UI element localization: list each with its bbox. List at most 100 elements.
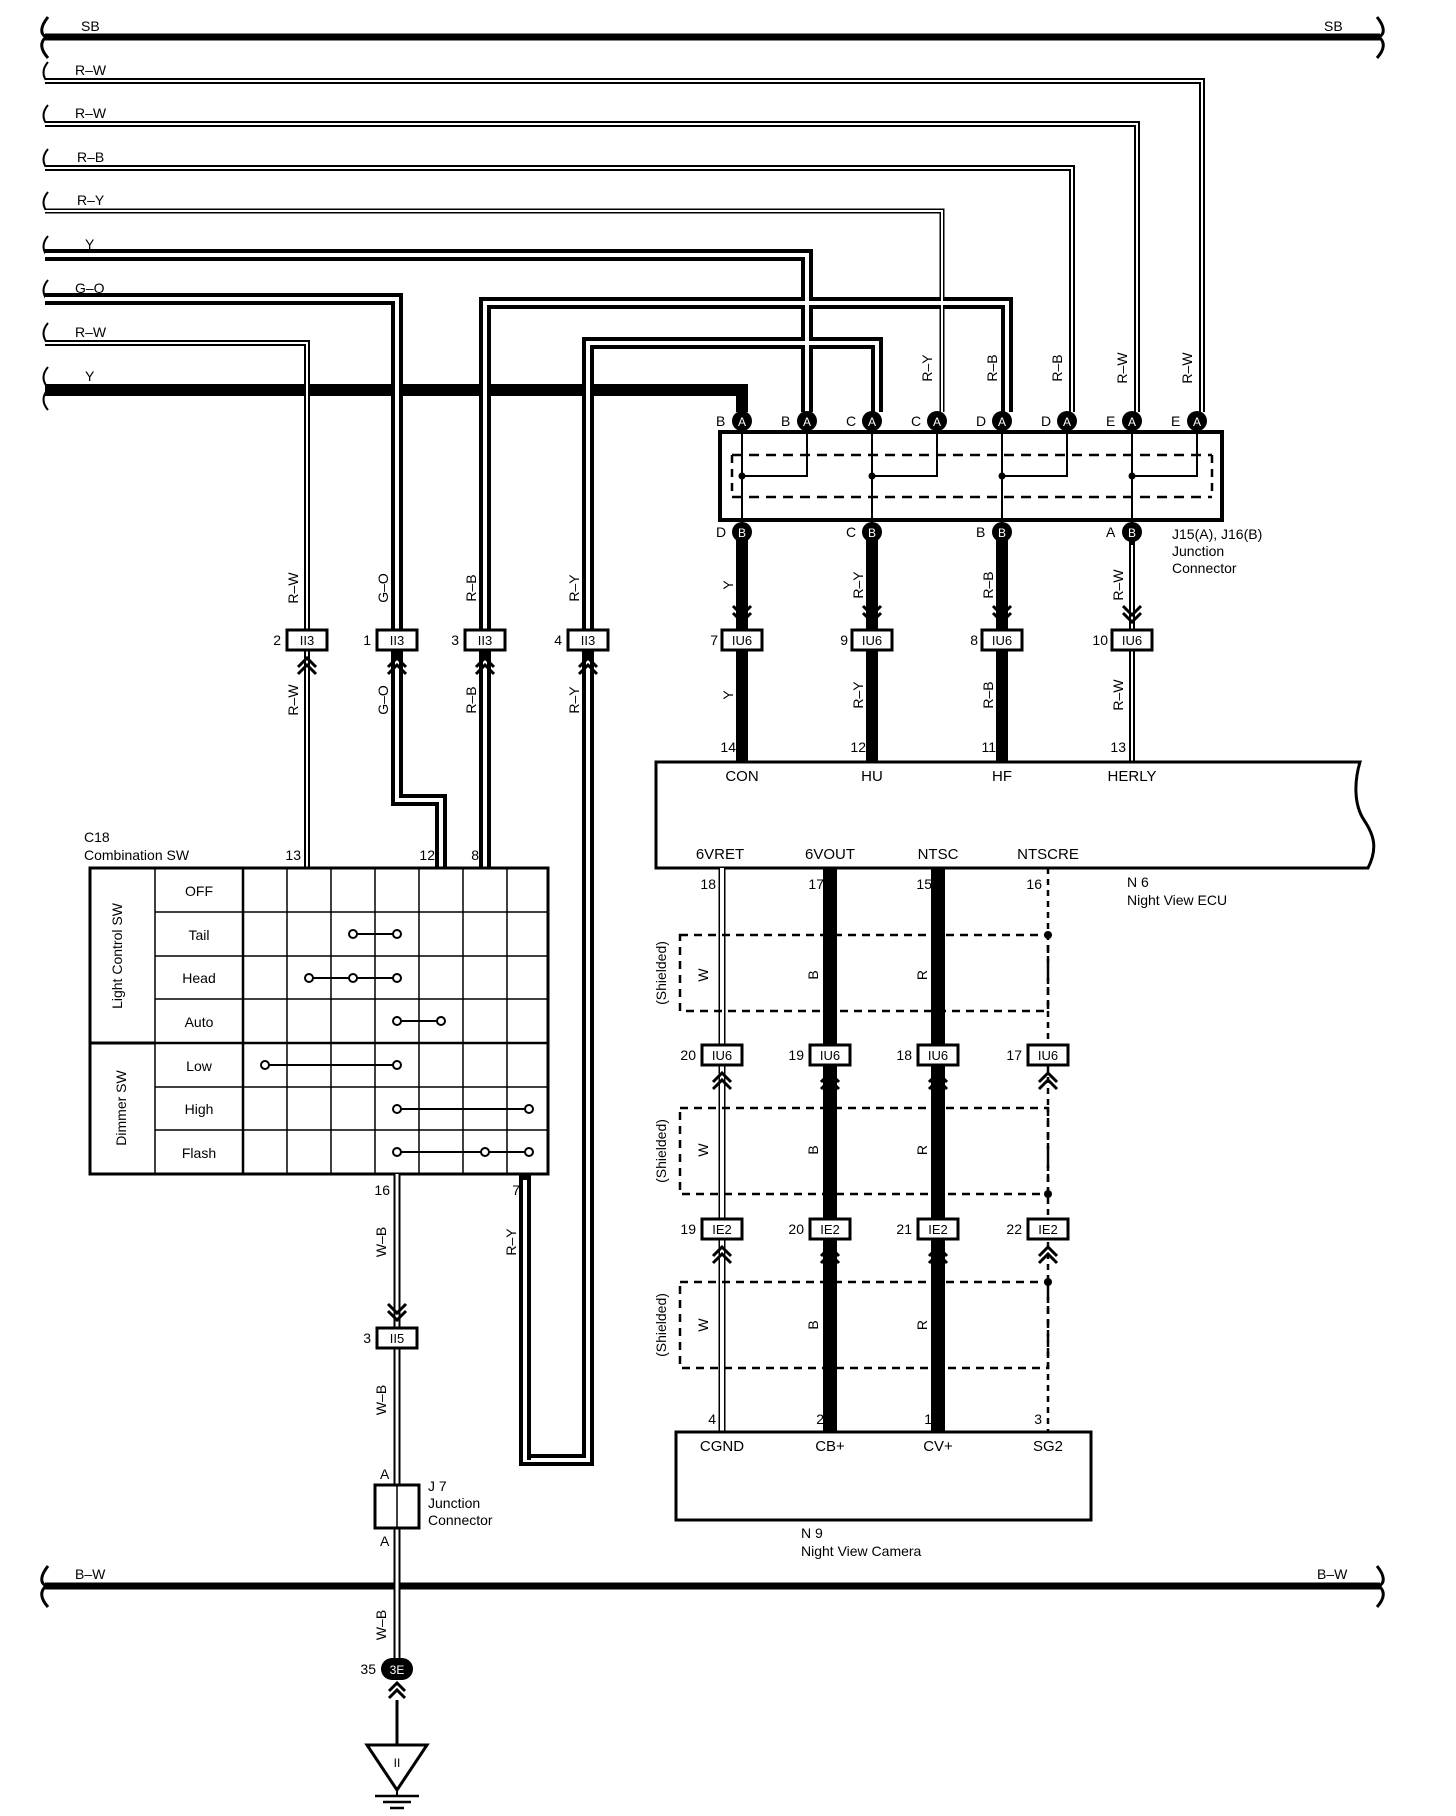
junction-to-ecu-wires <box>736 530 1135 762</box>
wire-label: R–Y <box>919 354 935 382</box>
pin-label: 3 <box>1034 1411 1042 1427</box>
j7-junction-connector: A A J 7 Junction Connector <box>373 1466 493 1549</box>
camera-name: Night View Camera <box>801 1543 922 1559</box>
switch-row-label: OFF <box>185 883 213 899</box>
switch-row-label: Flash <box>182 1145 216 1161</box>
wire-label: R–Y <box>850 681 866 709</box>
terminal-label: HF <box>992 768 1012 785</box>
pin-label: A <box>380 1466 390 1482</box>
wire-label: G–O <box>75 280 105 296</box>
connector-name: II3 <box>300 633 314 648</box>
switch-row-label: Head <box>182 970 215 986</box>
wire-label: R–W <box>1179 352 1195 384</box>
ground-point-label: II <box>394 1756 401 1770</box>
wire-label: W <box>695 1318 711 1332</box>
terminal-label: HU <box>861 768 883 785</box>
pin-label: 7 <box>512 1182 520 1198</box>
pin-label: C <box>846 524 856 540</box>
wire-label: R–B <box>463 574 479 601</box>
wire-label: G–O <box>375 573 391 603</box>
wire-label: Y <box>85 368 95 384</box>
terminal-label: CB+ <box>815 1438 845 1455</box>
pin-label: 8 <box>471 847 479 863</box>
wire-label: B <box>805 1320 821 1329</box>
pin-label: 20 <box>680 1047 696 1063</box>
wire-y-2 <box>45 384 748 412</box>
pin-label: 35 <box>360 1661 376 1677</box>
wire-label: R–Y <box>566 686 582 714</box>
ecu-name: Night View ECU <box>1127 892 1227 908</box>
switch-name: Combination SW <box>84 847 190 863</box>
junction-connector-label: J15(A), J16(B) <box>1172 526 1262 542</box>
wire-label: G–O <box>375 685 391 715</box>
pin-label: 13 <box>1110 739 1126 755</box>
terminal-label: CGND <box>700 1438 744 1455</box>
terminal-label: CV+ <box>923 1438 953 1455</box>
iu6-upper-connectors: IU6 IU6 IU6 IU6 7 9 8 10 Y R–Y R–B R–W Y… <box>710 569 1154 711</box>
pin-label: 21 <box>896 1221 912 1237</box>
wire-label: R–Y <box>77 192 105 208</box>
wire-label: R <box>914 1320 930 1330</box>
connector-name: IU6 <box>928 1048 948 1063</box>
terminal-label: SG2 <box>1033 1438 1063 1455</box>
wire-label: Y <box>720 690 736 700</box>
sb-bus-label-left: SB <box>81 18 100 34</box>
connector-name: IE2 <box>712 1222 732 1237</box>
pin-letter: B <box>1128 526 1136 540</box>
wire-label: R–W <box>285 684 301 716</box>
pin-letter: A <box>868 415 876 429</box>
wire-cores <box>45 80 1203 630</box>
ecu-id: N 6 <box>1127 874 1149 890</box>
pin-label: 3 <box>451 632 459 648</box>
pin-label: B <box>976 524 985 540</box>
pin-letter: A <box>1063 415 1071 429</box>
pin-letter: B <box>738 526 746 540</box>
connector-name: IU6 <box>712 1048 732 1063</box>
pin-label: A <box>380 1533 390 1549</box>
wire-label: R <box>914 970 930 980</box>
connector-name: 3E <box>390 1663 405 1677</box>
pin-label: C <box>846 413 856 429</box>
night-view-camera: 4 2 1 3 CGND CB+ CV+ SG2 N 9 Night View … <box>674 1411 1093 1559</box>
pin-label: 15 <box>916 876 932 892</box>
wire-label: W–B <box>373 1227 389 1257</box>
wire-label: R–B <box>980 571 996 598</box>
pin-label: D <box>1041 413 1051 429</box>
pin-label: 18 <box>896 1047 912 1063</box>
night-view-ecu: 14 12 11 13 CON HU HF HERLY 6VRET 6VOUT … <box>654 739 1376 908</box>
wire-label: R <box>914 1145 930 1155</box>
wire-label: R–W <box>1110 679 1126 711</box>
terminal-label: HERLY <box>1108 768 1157 785</box>
pin-label: B <box>781 413 790 429</box>
pin-label: 19 <box>680 1221 696 1237</box>
pin-letter: A <box>738 415 746 429</box>
pin-label: 3 <box>363 1330 371 1346</box>
pin-letter: A <box>1128 415 1136 429</box>
pin-letter: B <box>998 526 1006 540</box>
connector-name: II3 <box>478 633 492 648</box>
switch-row-label: Low <box>186 1058 213 1074</box>
pin-label: C <box>911 413 921 429</box>
ii5-connector: II5 <box>375 1302 419 1350</box>
pin-label: 1 <box>363 632 371 648</box>
wire-label: R–Y <box>566 574 582 602</box>
wire-label: R–B <box>77 149 104 165</box>
wire-label: W–B <box>373 1610 389 1640</box>
shield-label: (Shielded) <box>653 1119 669 1183</box>
junction-connector-j15-j16: J15(A), J16(B) Junction Connector <box>718 430 1262 576</box>
switch-row-label: Auto <box>185 1014 214 1030</box>
pin-letter: A <box>933 415 941 429</box>
switch-row-label: Tail <box>188 927 209 943</box>
combination-switch: C18 Combination SW 13 12 8 OFF <box>84 829 550 1257</box>
connector-name: II5 <box>390 1331 404 1346</box>
sb-bus-label-right: SB <box>1324 18 1343 34</box>
connector-name: IE2 <box>1038 1222 1058 1237</box>
pin-label: 12 <box>850 739 866 755</box>
wire-label: B <box>805 1145 821 1154</box>
pin-label: 4 <box>554 632 562 648</box>
wire-label: W <box>695 968 711 982</box>
wire-label: Y <box>720 580 736 590</box>
wire-label: R–B <box>984 354 1000 381</box>
pin-label: E <box>1106 413 1115 429</box>
